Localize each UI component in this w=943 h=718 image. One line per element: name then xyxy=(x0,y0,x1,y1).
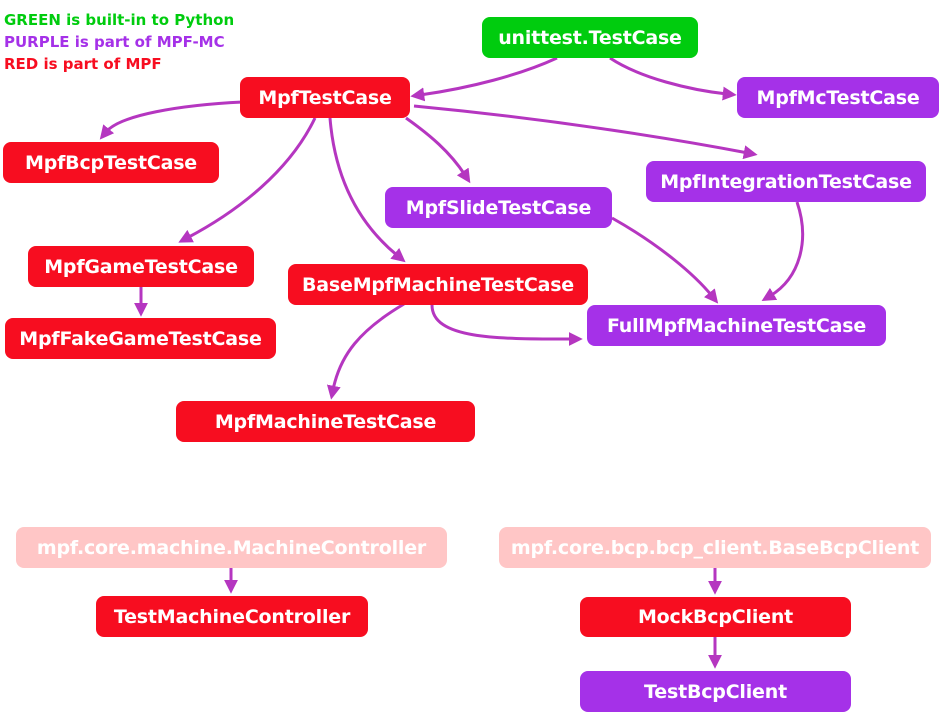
legend-red: RED is part of MPF xyxy=(4,55,162,73)
node-mpf-slide-test-case: MpfSlideTestCase xyxy=(385,187,612,228)
node-machine-controller: mpf.core.machine.MachineController xyxy=(16,527,447,568)
edge-mpfslidetestcase-to-fullmpfmachinetestcase xyxy=(611,216,719,304)
node-test-bcp-client: TestBcpClient xyxy=(580,671,851,712)
edge-basempfmachinetestcase-to-fullmpfmachinetestcase xyxy=(430,304,583,347)
legend-purple: PURPLE is part of MPF-MC xyxy=(4,33,225,51)
node-mpf-machine-test-case: MpfMachineTestCase xyxy=(176,401,475,442)
node-mpf-mc-test-case: MpfMcTestCase xyxy=(737,77,939,118)
edge-mpftestcase-to-mpfintegrationtestcase xyxy=(413,104,758,160)
edge-unittest-to-mpfmctestcase xyxy=(609,56,737,101)
edge-unittest-to-mpftestcase xyxy=(410,56,558,102)
edge-basempfmachinetestcase-to-mpfmachinetestcase xyxy=(326,302,405,400)
node-full-mpf-machine-test-case: FullMpfMachineTestCase xyxy=(587,305,886,346)
edge-mpftestcase-to-mpfslidetestcase xyxy=(405,116,471,184)
edge-mpftestcase-to-mpfbcptestcase xyxy=(99,100,244,140)
node-base-bcp-client: mpf.core.bcp.bcp_client.BaseBcpClient xyxy=(499,527,931,568)
node-mpf-test-case: MpfTestCase xyxy=(240,77,410,118)
node-unittest-testcase: unittest.TestCase xyxy=(482,17,698,58)
legend-green: GREEN is built-in to Python xyxy=(4,11,235,29)
node-mpf-bcp-test-case: MpfBcpTestCase xyxy=(3,142,219,183)
node-mpf-integration-test-case: MpfIntegrationTestCase xyxy=(646,161,926,202)
node-test-machine-controller: TestMachineController xyxy=(96,596,368,637)
node-mpf-fake-game-test-case: MpfFakeGameTestCase xyxy=(5,318,276,359)
edge-mpftestcase-to-basempfmachinetestcase xyxy=(328,117,406,263)
node-base-mpf-machine-test-case: BaseMpfMachineTestCase xyxy=(288,264,588,305)
node-mpf-game-test-case: MpfGameTestCase xyxy=(28,246,254,287)
node-mock-bcp-client: MockBcpClient xyxy=(580,597,851,637)
edge-mpfintegrationtestcase-to-fullmpfmachinetestcase xyxy=(761,201,805,302)
